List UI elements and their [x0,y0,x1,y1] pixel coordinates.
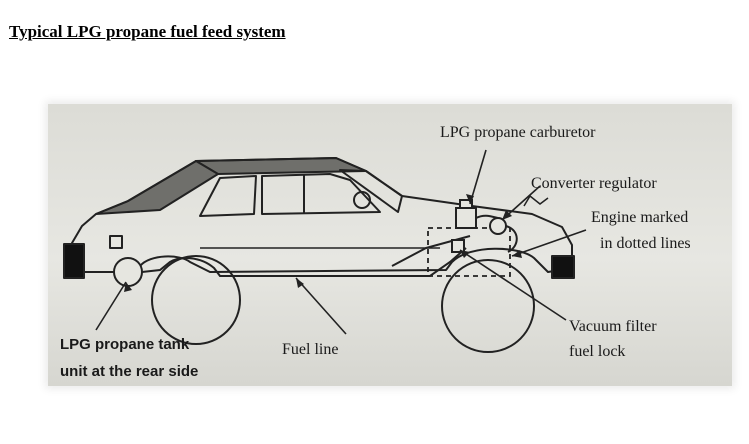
vacuum-filter [451,239,465,253]
lpg-tank [113,257,143,287]
rear-wheel [151,255,241,345]
label-carburetor: LPG propane carburetor [440,124,596,141]
windshield [339,169,403,213]
label-vacuum-1: Vacuum filter [569,318,657,335]
fuel-line [141,247,467,277]
label-regulator: Converter regulator [531,175,657,192]
diagram-panel [48,104,732,386]
leader-engine [511,229,587,257]
car-body [63,157,575,279]
rear-bumper [63,243,85,279]
leader-tank [95,281,127,331]
leader-fuel-line [295,277,347,335]
leader-vacuum [459,249,567,321]
label-engine-1: Engine marked [591,209,688,226]
label-engine-2: in dotted lines [600,235,691,252]
label-tank-2: unit at the rear side [60,363,198,380]
carburetor-box [455,207,477,229]
label-tank-1: LPG propane tank [60,336,190,353]
side-window-rear [199,175,257,217]
label-fuel-line: Fuel line [282,341,338,358]
leader-carburetor [469,149,487,205]
front-wheel [441,259,535,353]
converter-regulator [489,217,507,235]
diagram-title: Typical LPG propane fuel feed system [9,22,286,41]
side-window-front [261,173,381,215]
filler-cap [109,235,123,249]
front-bumper [551,255,575,279]
label-vacuum-2: fuel lock [569,343,625,360]
